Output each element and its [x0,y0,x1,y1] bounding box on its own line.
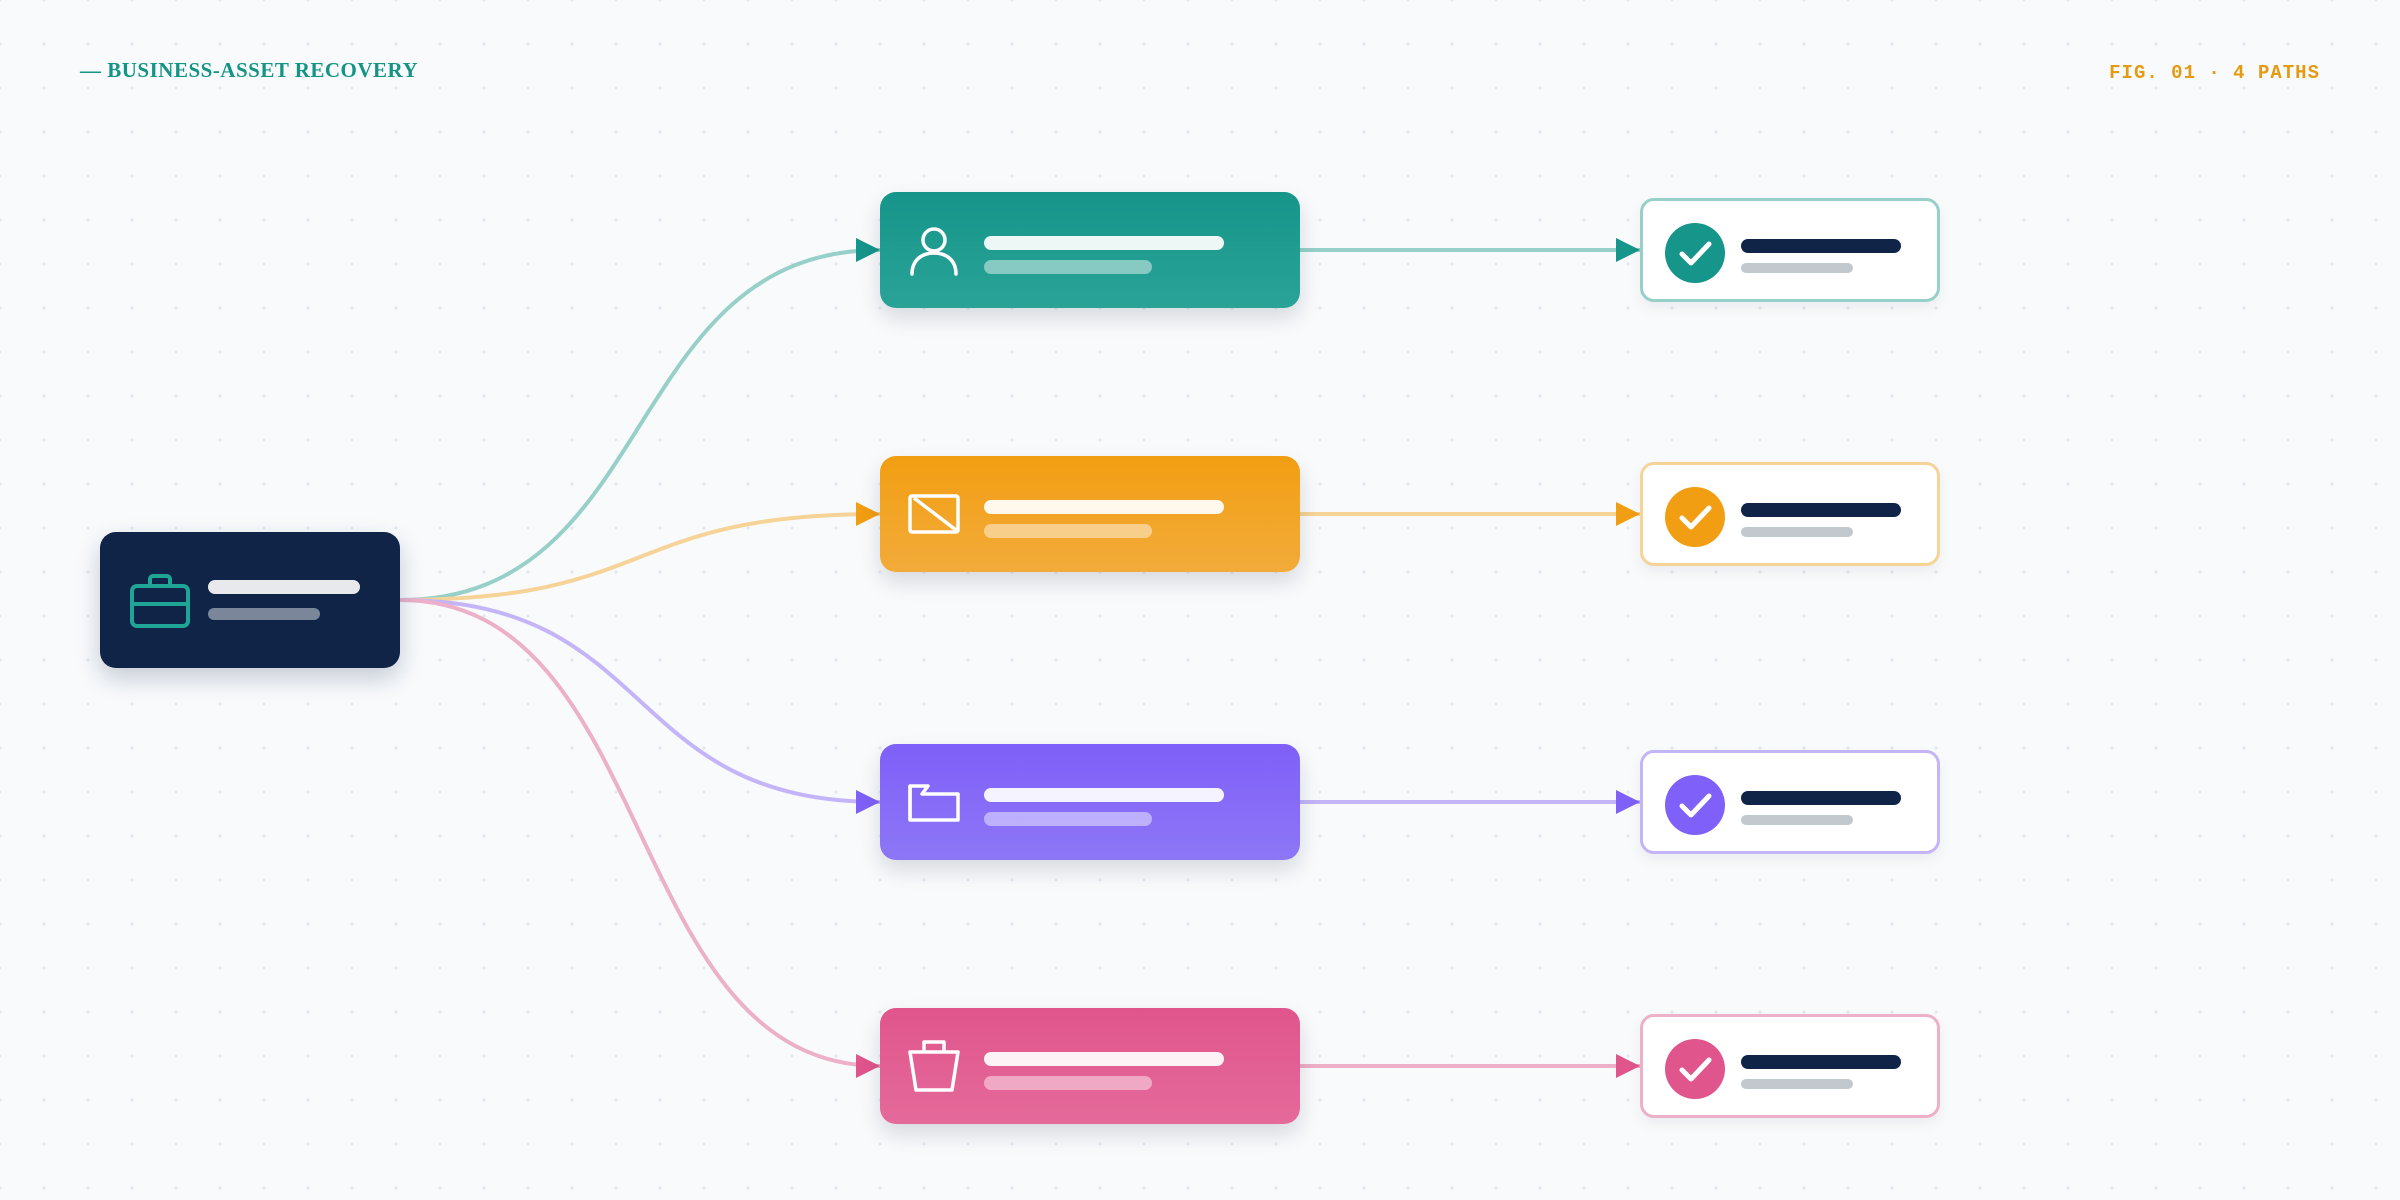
edge-source-to-bag [399,598,881,1078]
path-title-placeholder [984,500,1224,514]
check-circle-icon [1665,487,1725,547]
source-node-business-assets[interactable] [100,532,400,668]
outcome-node-image-slash[interactable] [1640,462,1940,566]
path-subtitle-placeholder [984,524,1152,538]
path-node-folder[interactable] [880,744,1300,860]
outcome-title-placeholder [1741,1055,1901,1069]
path-title-placeholder [984,1052,1224,1066]
path-subtitle-placeholder [984,1076,1152,1090]
path-node-image-slash[interactable] [880,456,1300,572]
path-node-shopping-bag[interactable] [880,1008,1300,1124]
outcome-subtitle-placeholder [1741,263,1853,273]
check-circle-icon [1665,775,1725,835]
person-icon [910,227,958,276]
diagram-title: — BUSINESS-ASSET RECOVERY [80,58,419,82]
path-node-person[interactable] [880,192,1300,308]
image-slash-icon [908,494,960,534]
outcome-subtitle-placeholder [1741,815,1853,825]
outcome-title-placeholder [1741,239,1901,253]
source-title-placeholder [208,580,360,594]
edge-source-to-folder [399,598,881,814]
edge-source-to-slash [399,502,881,602]
path-title-placeholder [984,236,1224,250]
shopping-bag-icon [908,1040,960,1092]
figure-label: FIG. 01 · 4 PATHS [2109,62,2320,84]
outcome-subtitle-placeholder [1741,1079,1853,1089]
outcome-node-folder[interactable] [1640,750,1940,854]
outcome-title-placeholder [1741,791,1901,805]
path-subtitle-placeholder [984,260,1152,274]
check-circle-icon [1665,1039,1725,1099]
outcome-node-shopping-bag[interactable] [1640,1014,1940,1118]
outcome-node-person[interactable] [1640,198,1940,302]
outcome-subtitle-placeholder [1741,527,1853,537]
outcome-title-placeholder [1741,503,1901,517]
edge-source-to-person [399,238,881,602]
path-subtitle-placeholder [984,812,1152,826]
briefcase-icon [130,574,190,628]
folder-icon [908,784,960,822]
source-subtitle-placeholder [208,608,320,620]
path-title-placeholder [984,788,1224,802]
check-circle-icon [1665,223,1725,283]
